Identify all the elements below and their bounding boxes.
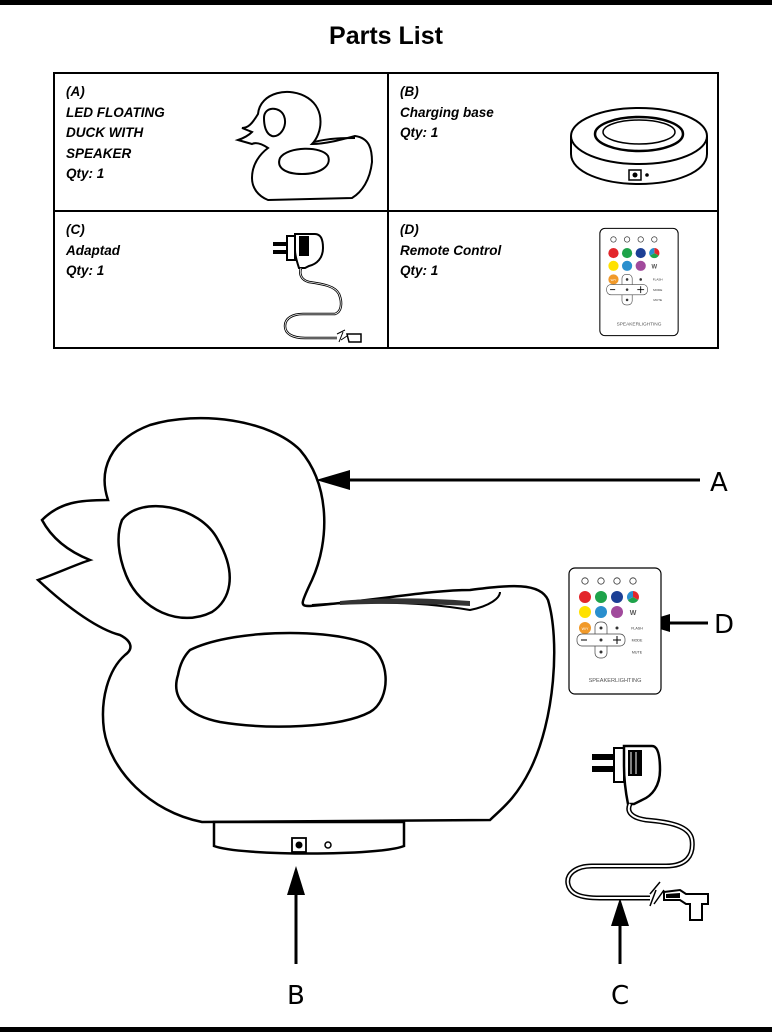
part-qty: Qty: 1 [400,125,439,140]
remote-small-label: MUTE [632,651,643,655]
speaker-grille [340,598,470,606]
label-c: C [611,981,629,1011]
remote-small-label: MUTE [653,298,662,302]
remote-color-key [635,247,646,259]
part-qty: Qty: 1 [66,263,105,278]
remote-color-key [608,247,619,259]
arrow-a [316,470,350,490]
remote-small-label: MODE [632,639,643,643]
remote-small-label: MODE [653,288,662,292]
remote-icon-key [581,577,589,585]
remote-warm-label: W/Y [582,627,589,631]
part-cell-c: (C) Adaptad Qty: 1 [55,212,387,349]
part-letter: (D) [400,222,419,237]
remote-icon-key [637,236,644,243]
remote-color-key [611,591,623,603]
remote-key-dot [625,288,629,291]
remote-color-key [611,606,623,618]
remote-color-key [595,606,607,618]
remote-key-dot [625,278,629,281]
remote-rgb-segment [633,591,639,600]
remote-brand-label: SPEAKERLIGHTING [589,678,642,684]
remote-rgb-segment [649,247,655,256]
remote-icon-key [629,577,637,585]
remote-icon-key [651,236,658,243]
label-d: D [714,610,734,640]
remote-small-label: FLASH [631,627,643,631]
part-letter: (C) [66,222,85,237]
part-letter: (A) [66,84,85,99]
adapter-thumbnail [273,233,362,343]
bottom-rule [0,1027,772,1032]
remote-white-key: W [630,610,637,617]
arrow-b [287,866,305,895]
arrow-c [611,898,629,926]
remote-icon-key [597,577,605,585]
charging-base-thumbnail [570,107,708,186]
remote-key-dot [639,278,642,281]
part-letter: (B) [400,84,419,99]
part-name-line: DUCK WITH [66,125,144,140]
part-qty: Qty: 1 [400,263,439,278]
remote-warm-key [579,622,591,634]
remote-color-key [608,260,619,271]
remote-color-key [579,606,591,618]
remote-key-dot [599,650,603,654]
label-b: B [287,981,305,1011]
remote-color-key [579,591,591,603]
remote-white-key: W [652,264,658,270]
part-name-line: LED FLOATING [66,104,165,120]
remote-icon-key [610,236,617,243]
part-name-line: Adaptad [66,242,120,258]
remote-color-key [595,591,607,603]
charging-base [212,820,406,855]
base-indicator [324,841,332,849]
top-rule [0,0,772,5]
part-name-line: Remote Control [400,242,502,258]
remote-rgb-segment [627,591,633,600]
duck-thumbnail [234,90,374,202]
part-name-line: Charging base [400,104,494,120]
part-qty: Qty: 1 [66,166,105,181]
remote-icon-key [624,236,631,243]
remote-rgb-segment [654,247,660,256]
remote-key-dot [625,298,629,302]
remote-icon-key [613,577,621,585]
remote-warm-key [608,274,619,285]
remote-control-drawing: W W/Y FLASH MODE MUTE SPEAKERLIGHTING [568,567,662,695]
remote-key-dot [615,626,619,630]
duck-wing [175,631,387,728]
part-cell-d: (D) Remote Control Qty: 1 W W/Y FLASH MODE M… [389,212,719,349]
page-title: Parts List [329,22,443,50]
remote-rgb-segment [627,597,639,603]
remote-brand-label: SPEAKERLIGHTING [617,321,662,327]
duck-eye-ring [117,505,231,620]
adapter-drawing [565,744,709,921]
label-a: A [710,468,728,498]
remote-control-thumbnail: W W/Y FLASH MODE MUTE SPEAKERLIGHTING [599,227,679,337]
remote-color-key [621,260,633,271]
parts-table: (A) LED FLOATING DUCK WITH SPEAKER Qty: … [53,72,719,349]
remote-key-dot [599,638,603,642]
remote-warm-label: W/Y [611,278,617,282]
part-cell-b: (B) Charging base Qty: 1 [389,74,719,210]
table-divider-horizontal [55,210,717,212]
part-cell-a: (A) LED FLOATING DUCK WITH SPEAKER Qty: … [55,74,387,210]
part-name-line: SPEAKER [66,145,132,161]
remote-key-dot [599,626,603,630]
remote-color-key [621,247,633,259]
remote-rgb-segment [649,253,659,259]
remote-color-key [635,260,646,271]
remote-small-label: FLASH [653,278,663,282]
